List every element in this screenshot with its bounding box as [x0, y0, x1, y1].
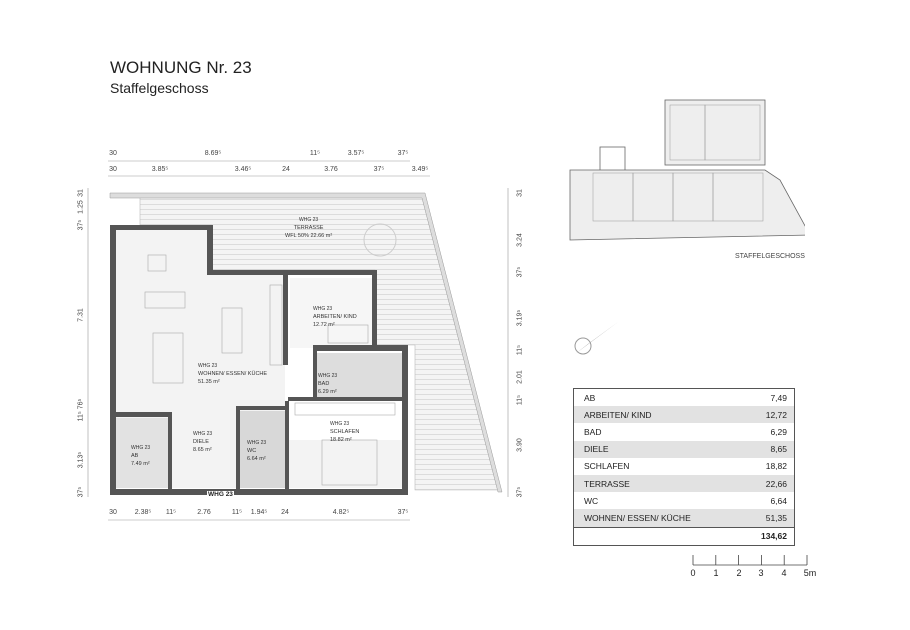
- dim-label: 11⁵: [165, 509, 177, 516]
- dim-label: 37⁵: [77, 486, 85, 498]
- dim-label: 3.49⁵: [411, 166, 429, 173]
- dim-label: 37⁵: [373, 166, 385, 173]
- entry-label: WHG 23: [207, 491, 234, 498]
- dim-label: 3.76: [324, 166, 338, 173]
- page-subtitle: Staffelgeschoss: [110, 80, 209, 96]
- dimension-lines: [87, 160, 509, 521]
- scale-label: 3: [758, 568, 764, 578]
- dim-label: 11⁵: [516, 344, 524, 356]
- dim-label: 11⁵: [309, 150, 321, 157]
- dim-label: 37⁵: [77, 219, 85, 231]
- dim-label: 3.46⁵: [234, 166, 252, 173]
- dim-label: 30: [109, 150, 117, 157]
- dim-label: 3.90: [516, 438, 524, 452]
- dim-label: 3.85⁵: [151, 166, 169, 173]
- dim-label: 37⁵: [516, 266, 524, 278]
- scale-bar: [692, 555, 808, 566]
- page-title: WOHNUNG Nr. 23: [110, 58, 252, 77]
- dim-label: 4.82⁵: [332, 509, 350, 516]
- scale-label: 4: [781, 568, 787, 578]
- site-plan-label: STAFFELGESCHOSS: [735, 253, 805, 260]
- dim-label: 31: [516, 189, 524, 197]
- dim-label: 11⁵ 76⁵: [77, 398, 85, 422]
- dim-label: 37⁵: [397, 509, 409, 516]
- dim-label: 11⁵: [516, 394, 524, 406]
- north-arrow-icon: [574, 322, 618, 355]
- dim-label: 7.31: [77, 308, 85, 322]
- dim-label: 24: [282, 166, 290, 173]
- site-plan: [569, 99, 805, 241]
- dim-label: 37⁵: [516, 486, 524, 498]
- dim-label: 8.69⁵: [204, 150, 222, 157]
- walls: [110, 225, 408, 495]
- dim-label: 11⁵: [231, 509, 243, 516]
- scale-label: 5m: [803, 568, 817, 578]
- furniture: [144, 254, 396, 486]
- scale-label: 1: [713, 568, 719, 578]
- dim-label: 30: [109, 166, 117, 173]
- dim-label: 3.13⁵: [77, 451, 85, 469]
- dim-label: 2.01: [516, 370, 524, 384]
- dim-label: 1.94⁵: [250, 509, 268, 516]
- dim-label: 3.19⁵: [516, 309, 524, 327]
- dim-label: 3.24: [516, 233, 524, 247]
- dim-label: 1.25: [77, 200, 85, 214]
- dim-label: 2.38⁵: [134, 509, 152, 516]
- dim-label: 2.76: [197, 509, 211, 516]
- dim-label: 30: [109, 509, 117, 516]
- scale-label: 0: [690, 568, 696, 578]
- table-total-row: 134,62: [574, 526, 794, 545]
- scale-label: 2: [736, 568, 742, 578]
- dim-label: 3.57⁵: [347, 150, 365, 157]
- interior-floor: [115, 230, 405, 488]
- dim-label: 24: [281, 509, 289, 516]
- dim-label: 31: [77, 189, 85, 197]
- dim-label: 37⁵: [397, 150, 409, 157]
